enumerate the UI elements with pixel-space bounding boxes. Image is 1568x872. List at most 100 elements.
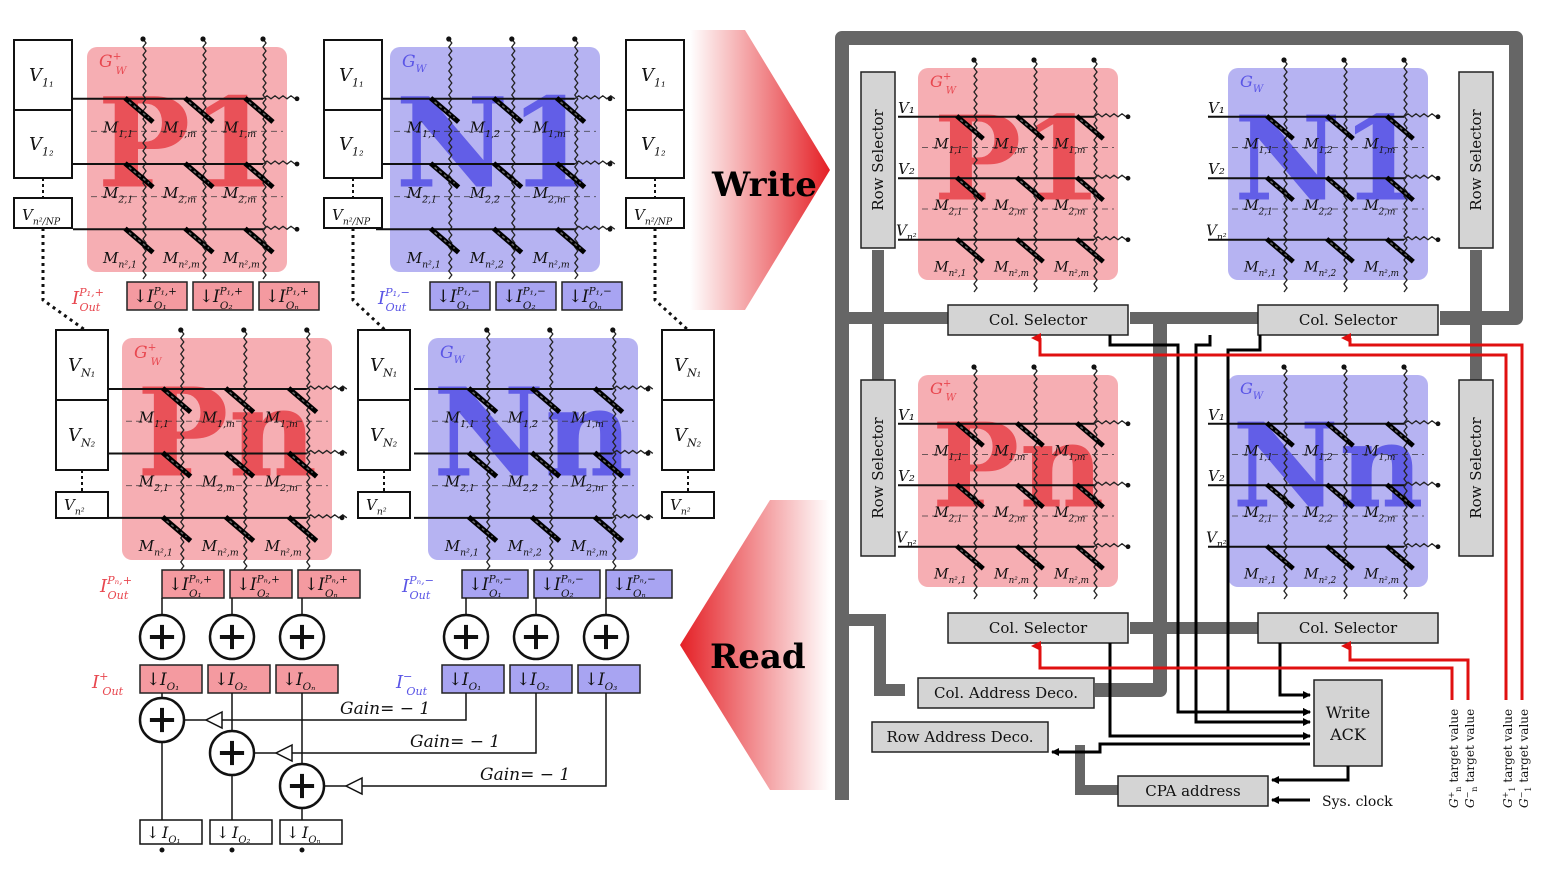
target-label: G−1target value bbox=[1517, 709, 1533, 808]
v-dotted-link bbox=[41, 228, 86, 332]
n1-cell-label: M2,m bbox=[1363, 198, 1395, 217]
gain-amp bbox=[344, 776, 363, 796]
pn-gw-label: G+W bbox=[930, 379, 957, 404]
pn-output-label: IPₙ,+Out bbox=[99, 574, 132, 602]
n1-row-node bbox=[1435, 114, 1441, 120]
pn-cell-label: Mn²,m bbox=[1053, 567, 1089, 586]
n1-column-node bbox=[1281, 57, 1287, 63]
v-bot-right-n bbox=[661, 491, 715, 519]
p1-cell-label: M2,m bbox=[993, 198, 1025, 217]
iout-minus-cell bbox=[577, 664, 641, 694]
pn-memristor-mark bbox=[229, 520, 251, 538]
n1-cell-label: M2,1 bbox=[1243, 198, 1273, 217]
p1-column-node bbox=[971, 57, 977, 63]
right-v-label: V₁ bbox=[898, 406, 915, 424]
pn-output-cell bbox=[229, 569, 293, 599]
pn-gw-label: G+W bbox=[134, 341, 163, 367]
p1-column-wire bbox=[142, 38, 147, 280]
nn-output-arrow: ↓ bbox=[612, 575, 627, 595]
nn-row-node bbox=[645, 386, 651, 392]
p1-row-node bbox=[1125, 114, 1131, 120]
p1-column-wire bbox=[202, 38, 207, 280]
nn-cell-label: Mn²,1 bbox=[444, 537, 479, 559]
p1-column-node bbox=[260, 36, 266, 42]
pn-cell-label: M1,m bbox=[993, 444, 1025, 463]
n1-memristor-mark bbox=[434, 231, 456, 250]
p1-memristor-mark bbox=[1020, 180, 1040, 198]
right-v-label: V₁ bbox=[898, 99, 915, 117]
v-top-mid-n-label: Vn²/NP bbox=[332, 206, 371, 228]
col-selector-bottom-right-label: Col. Selector bbox=[1299, 619, 1398, 637]
pn-column-node bbox=[1091, 364, 1097, 370]
nn-memristor-mark bbox=[472, 391, 494, 409]
v-bot-left-n-label: Vn² bbox=[64, 496, 85, 518]
final-output-label: IO₂ bbox=[231, 823, 250, 846]
nn-memristor-mark bbox=[472, 520, 494, 538]
row-selector-bottom-right-label: Row Selector bbox=[1467, 416, 1485, 518]
p1-memristor-mark bbox=[188, 231, 210, 250]
nn-cell-label: M2,m bbox=[1363, 505, 1395, 524]
p1-memristor-mark bbox=[188, 101, 210, 119]
cpa-address-label: CPA address bbox=[1145, 782, 1240, 800]
pn-column-node bbox=[971, 364, 977, 370]
v-top-right-1-label: V1₁ bbox=[641, 65, 666, 89]
pn-cell-label: M2,m bbox=[201, 473, 235, 495]
nn-memristor-mark bbox=[1270, 549, 1290, 566]
p1-row-wavy bbox=[1093, 235, 1127, 241]
nn-cell-label: M2,2 bbox=[1303, 505, 1333, 524]
v-dotted-link bbox=[351, 228, 387, 332]
p1-cell-label: Mn²,m bbox=[162, 249, 200, 271]
pn-cell-label: M1,m bbox=[264, 408, 298, 430]
pn-output-cell-label: IPₙ,+O₂ bbox=[249, 574, 280, 600]
right-v-label: V₂ bbox=[1208, 467, 1225, 485]
iout-minus-cell-label: IO₁ bbox=[461, 669, 481, 693]
pn-output-arrow: ↓ bbox=[304, 575, 319, 595]
n1-gw-label: GW bbox=[402, 52, 428, 75]
p1-memristor-mark bbox=[960, 242, 980, 259]
nn-row-wavy bbox=[1403, 481, 1437, 487]
nn-output-cell-label: IPₙ,−O₂ bbox=[553, 574, 584, 600]
col-selector-bottom-left bbox=[947, 612, 1129, 644]
n1-output-cell bbox=[429, 281, 491, 311]
p1-memristor-mark bbox=[128, 166, 150, 184]
pn-cell-label: M1,1 bbox=[933, 444, 963, 463]
final-output-label: IOₙ bbox=[301, 823, 320, 846]
nn-memristor-mark bbox=[472, 455, 494, 474]
v-top-left-2 bbox=[13, 109, 73, 179]
n1-memristor-mark bbox=[560, 101, 582, 119]
pn-memristor-mark bbox=[960, 487, 980, 505]
pn-output-arrow: ↓ bbox=[236, 575, 251, 595]
n1-memristor-mark bbox=[1390, 119, 1410, 136]
nn-output-cell bbox=[461, 569, 529, 599]
p1-output-cell bbox=[192, 281, 254, 311]
v-bot-mid-2 bbox=[357, 399, 411, 471]
target-label: G−ntarget value bbox=[1463, 709, 1479, 808]
pn-column-node bbox=[178, 327, 184, 333]
iout-minus-cell bbox=[509, 664, 573, 694]
n1-array-letter: N1 bbox=[395, 72, 594, 217]
v-top-mid-2-label: V1₂ bbox=[339, 134, 364, 158]
n1-column-wire bbox=[510, 38, 516, 280]
target-wire bbox=[1341, 641, 1470, 700]
n1-column-node bbox=[509, 36, 515, 42]
pn-row-node bbox=[339, 451, 345, 456]
pn-memristor-mark bbox=[229, 455, 251, 474]
write-ack-label: ACK bbox=[1329, 725, 1367, 744]
nn-memristor-mark bbox=[598, 455, 620, 474]
n1-cell-label: M1,2 bbox=[1303, 137, 1333, 156]
nn-memristor-mark bbox=[1390, 487, 1410, 505]
iout-plus-cell-label: IO₁ bbox=[159, 669, 179, 693]
p1-cell-label: M1,m bbox=[993, 137, 1025, 156]
row-selector-top-right bbox=[1458, 71, 1494, 249]
p1-row-wavy bbox=[262, 225, 296, 231]
n1-row-node bbox=[1435, 175, 1441, 181]
pn-cell-label: M2,1 bbox=[138, 473, 169, 495]
p1-memristor-mark bbox=[1020, 242, 1040, 259]
write-ack-box bbox=[1313, 679, 1383, 767]
nn-output-cell bbox=[605, 569, 673, 599]
v-top-mid-2 bbox=[323, 109, 383, 179]
n1-output-arrow: ↓ bbox=[436, 287, 451, 307]
n1-cell-label: Mn²,2 bbox=[469, 249, 504, 271]
n1-cell-label: M2,2 bbox=[1303, 198, 1333, 217]
